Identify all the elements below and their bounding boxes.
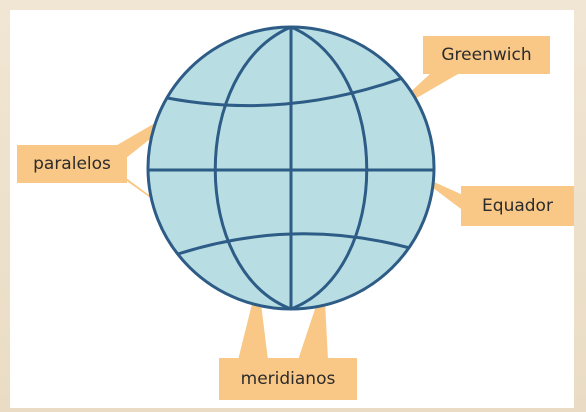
globe — [146, 25, 436, 311]
meridian-right — [290, 27, 369, 309]
meridian-left — [213, 27, 292, 309]
meridianos-label: meridianos — [219, 358, 357, 400]
equador-label: Equador — [461, 186, 574, 226]
greenwich-label: Greenwich — [423, 36, 550, 74]
paralelos-label: paralelos — [17, 145, 127, 183]
